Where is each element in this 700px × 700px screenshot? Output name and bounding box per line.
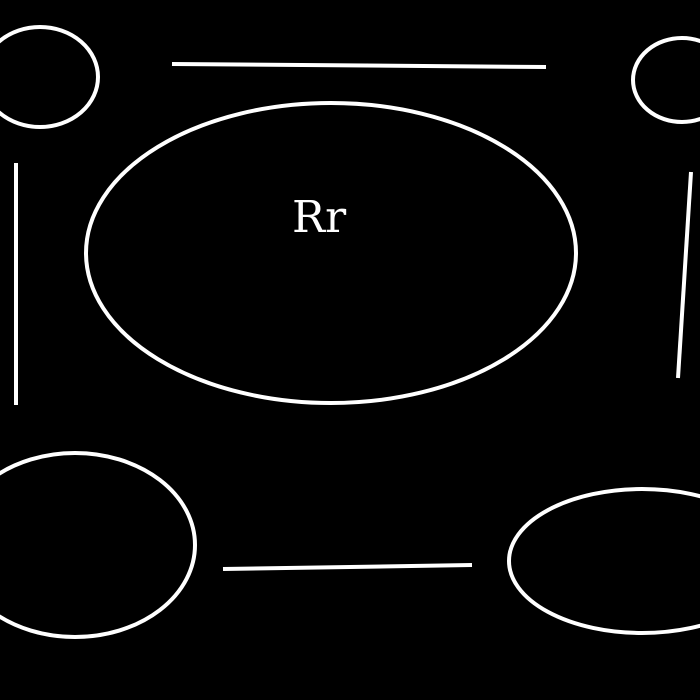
line-right	[676, 171, 693, 379]
ellipse-top-right	[631, 36, 700, 124]
line-bottom	[222, 563, 473, 571]
ellipse-center	[84, 101, 578, 405]
ellipse-bottom-right	[507, 487, 700, 635]
ellipse-top-left	[0, 25, 100, 129]
center-label: Rr	[292, 192, 347, 243]
line-top	[171, 62, 547, 69]
ellipse-bottom-left	[0, 451, 197, 639]
